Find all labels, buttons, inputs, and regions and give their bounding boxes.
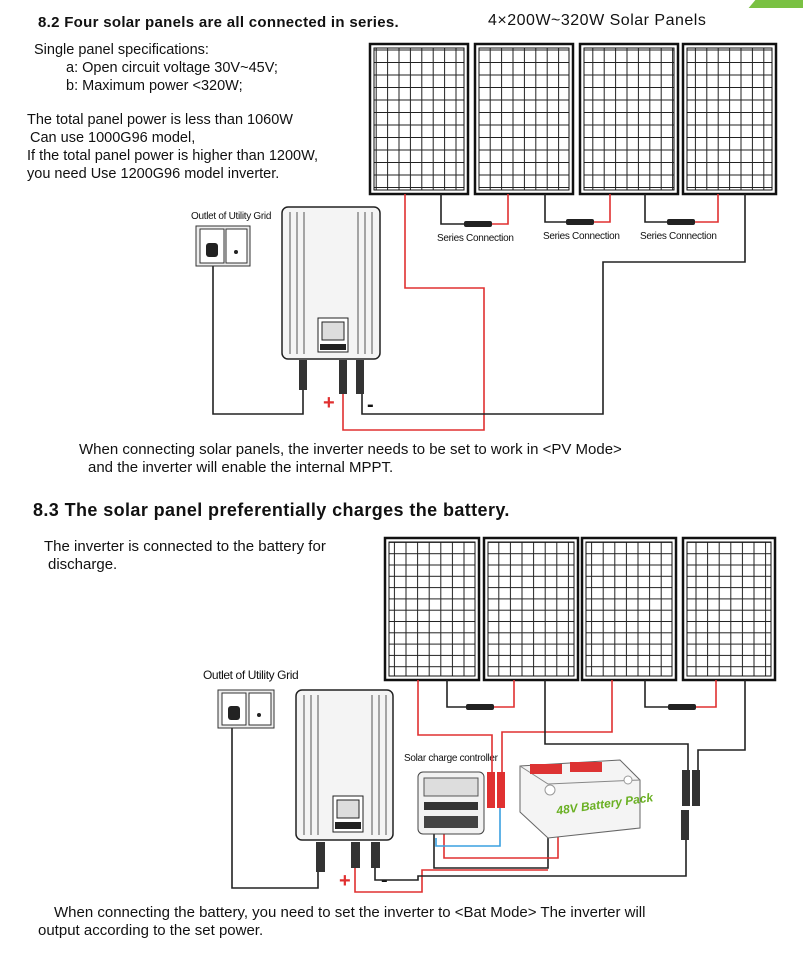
series-label-1: Series Connection [437, 233, 514, 244]
solar-panel-7 [580, 536, 678, 682]
intro-line-2: discharge. [48, 556, 118, 573]
utility-outlet-82 [195, 225, 251, 267]
section-82-heading: 8.2 Four solar panels are all connected … [38, 14, 399, 31]
power-line-1: The total panel power is less than 1060W [27, 112, 293, 128]
note-83-line-2: output according to the set power. [38, 922, 264, 939]
solar-charge-controller [417, 771, 485, 835]
solar-panel-8 [681, 536, 777, 682]
note-83-line-1: When connecting the battery, you need to… [54, 904, 646, 921]
mc4-connectors [487, 770, 700, 840]
solar-panel-4 [681, 42, 778, 196]
section-83-heading: 8.3 The solar panel preferentially charg… [33, 500, 510, 520]
utility-outlet-83 [217, 689, 275, 729]
power-line-4: you need Use 1200G96 model inverter. [27, 166, 280, 182]
plus-label-83: + [339, 870, 351, 892]
solar-panel-6 [482, 536, 580, 682]
power-line-2: Can use 1000G96 model, [30, 130, 196, 146]
panel-range-label: 4×200W~320W Solar Panels [488, 12, 707, 29]
plus-label-82: + [323, 392, 335, 414]
outlet-label-83: Outlet of Utility Grid [203, 668, 299, 682]
inverter-83 [295, 689, 394, 872]
note-82-line-2: and the inverter will enable the interna… [88, 459, 394, 476]
power-line-3: If the total panel power is higher than … [27, 148, 318, 164]
solar-panel-5 [383, 536, 481, 682]
spec-a: a: Open circuit voltage 30V~45V; [66, 60, 278, 76]
note-82-line-1: When connecting solar panels, the invert… [79, 441, 622, 458]
spec-title: Single panel specifications: [34, 42, 209, 58]
series-label-3: Series Connection [640, 231, 717, 242]
solar-panel-2 [473, 42, 575, 196]
minus-label-82: - [367, 394, 374, 416]
intro-line-1: The inverter is connected to the battery… [44, 538, 326, 555]
inverter-82 [281, 206, 381, 394]
solar-panel-1 [368, 42, 470, 196]
controller-label: Solar charge controller [404, 753, 498, 764]
outlet-label-82: Outlet of Utility Grid [191, 211, 272, 222]
battery-pack [519, 759, 641, 839]
solar-panel-3 [578, 42, 680, 196]
spec-b: b: Maximum power <320W; [66, 78, 243, 94]
series-label-2: Series Connection [543, 231, 620, 242]
